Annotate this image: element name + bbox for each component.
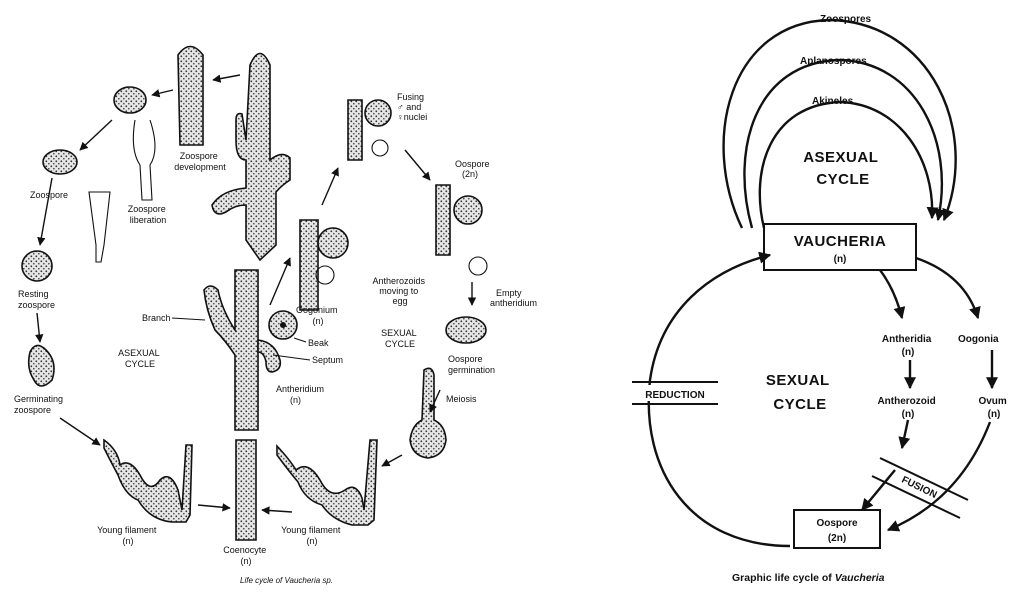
meiosis-germling (410, 368, 446, 458)
zoospore (43, 150, 77, 174)
arrow-to-development (213, 75, 240, 80)
zoospore-development-filament (178, 47, 203, 146)
arrow-to-coenocyte-right (262, 510, 292, 512)
label-zoospore: Zoospore (30, 190, 68, 200)
graphic-life-cycle-diagram: Zoospores Aplanospores Akineles ASEXUAL … (632, 14, 1010, 584)
oospore-filament (436, 185, 450, 255)
label-oospore-germination: Oospore germination (448, 354, 495, 375)
main-thallus-upper (212, 54, 290, 261)
resting-zoospore (22, 251, 52, 281)
arrow-to-antheridia (880, 270, 902, 318)
label-young-filament-left: Young filament (n) (97, 525, 159, 546)
label-oospore-2n: Oospore (2n) (455, 159, 492, 179)
detailed-life-cycle-diagram: Zoospore development Zoospore Zoospore l… (14, 47, 537, 586)
label-beak: Beak (308, 338, 329, 348)
coenocyte-filament (236, 440, 256, 540)
label-germinating-zoospore: Germinating zoospore (14, 394, 66, 415)
oogonium-egg (280, 322, 286, 328)
label-zoospore-liberation: Zoospore liberation (128, 204, 169, 225)
label-zoospores: Zoospores (820, 14, 872, 25)
label-resting-zoospore: Resting zoospore (18, 289, 55, 310)
label-asexual-cycle: ASEXUAL CYCLE (803, 149, 883, 188)
arrow-to-oospore (405, 150, 430, 180)
fertilisation-oogonium (318, 228, 348, 258)
label-septum: Septum (312, 355, 343, 365)
label-oogonium: Oogonium (n) (296, 305, 340, 326)
right-caption: Graphic life cycle of Vaucheria (732, 572, 885, 584)
oospore-ploidy: (2n) (828, 533, 846, 544)
oospore-title: Oospore (816, 518, 858, 529)
germinating-zoospore (29, 345, 54, 386)
arrow-to-zoospore (80, 120, 112, 150)
empty-antheridium-shape (469, 257, 487, 275)
label-antheridia: Antheridia (n) (882, 334, 934, 358)
label-coenocyte: Coenocyte (n) (223, 545, 269, 566)
vaucheria-ploidy: (n) (834, 254, 847, 265)
label-antherozoids: Antherozoids moving to egg (372, 276, 427, 306)
oospore-cell (454, 196, 482, 224)
arrow-to-germinating (37, 313, 40, 342)
zoospores-loop (724, 20, 956, 228)
arrow-to-oogonia (916, 258, 978, 318)
arrow-to-fertilisation (270, 258, 290, 305)
label-young-filament-right: Young filament (n) (281, 525, 343, 546)
label-asexual-cycle-left: ASEXUAL CYCLE (118, 348, 162, 369)
arrow-to-young-filament-right (382, 455, 402, 466)
label-sexual-cycle: SEXUAL CYCLE (766, 372, 834, 413)
label-aplanospores: Aplanospores (800, 56, 867, 67)
arrow-to-fusion (322, 168, 338, 205)
vaucheria-title: VAUCHERIA (794, 233, 887, 250)
young-filament-left (104, 440, 192, 522)
label-sexual-cycle-left: SEXUAL CYCLE (381, 328, 419, 349)
arrow-to-liberation (152, 90, 173, 95)
empty-sporangium (89, 192, 110, 262)
label-branch: Branch (142, 313, 171, 323)
antherozoid-descent (902, 420, 908, 448)
label-antherozoid: Antherozoid (n) (877, 396, 938, 420)
label-fusing-nuclei: Fusing ♂ and ♀nuclei (397, 92, 427, 122)
label-reduction: REDUCTION (645, 390, 704, 401)
main-thallus-middle (204, 270, 258, 430)
zoospore-liberation-filament (133, 120, 155, 200)
fusion-oogonium (365, 100, 391, 126)
germinating-oospore (446, 317, 486, 343)
label-ovum: Ovum (n) (978, 396, 1009, 420)
label-antheridium: Antheridium (n) (276, 384, 327, 405)
branch-pointer (172, 318, 205, 320)
beak-pointer (294, 338, 306, 342)
label-zoospore-development: Zoospore development (174, 151, 226, 172)
fusion-antheridium (372, 140, 388, 156)
liberated-zoospore (114, 87, 146, 113)
arrow-to-young-filament (60, 418, 100, 445)
arrow-antherozoid-to-oospore (862, 470, 895, 510)
fusion-filament (348, 100, 362, 160)
arrow-to-resting (40, 178, 52, 245)
arrow-to-coenocyte-left (198, 505, 230, 508)
label-empty-antheridium: Empty antheridium (490, 288, 537, 308)
label-oogonia: Oogonia (958, 334, 999, 345)
label-fusion: FUSION (900, 475, 939, 501)
fertilisation-filament (300, 220, 318, 310)
young-filament-right (277, 440, 377, 525)
left-caption: Life cycle of Vaucheria sp. (240, 576, 333, 585)
label-akineles: Akineles (812, 96, 854, 107)
label-meiosis: Meiosis (446, 394, 477, 404)
